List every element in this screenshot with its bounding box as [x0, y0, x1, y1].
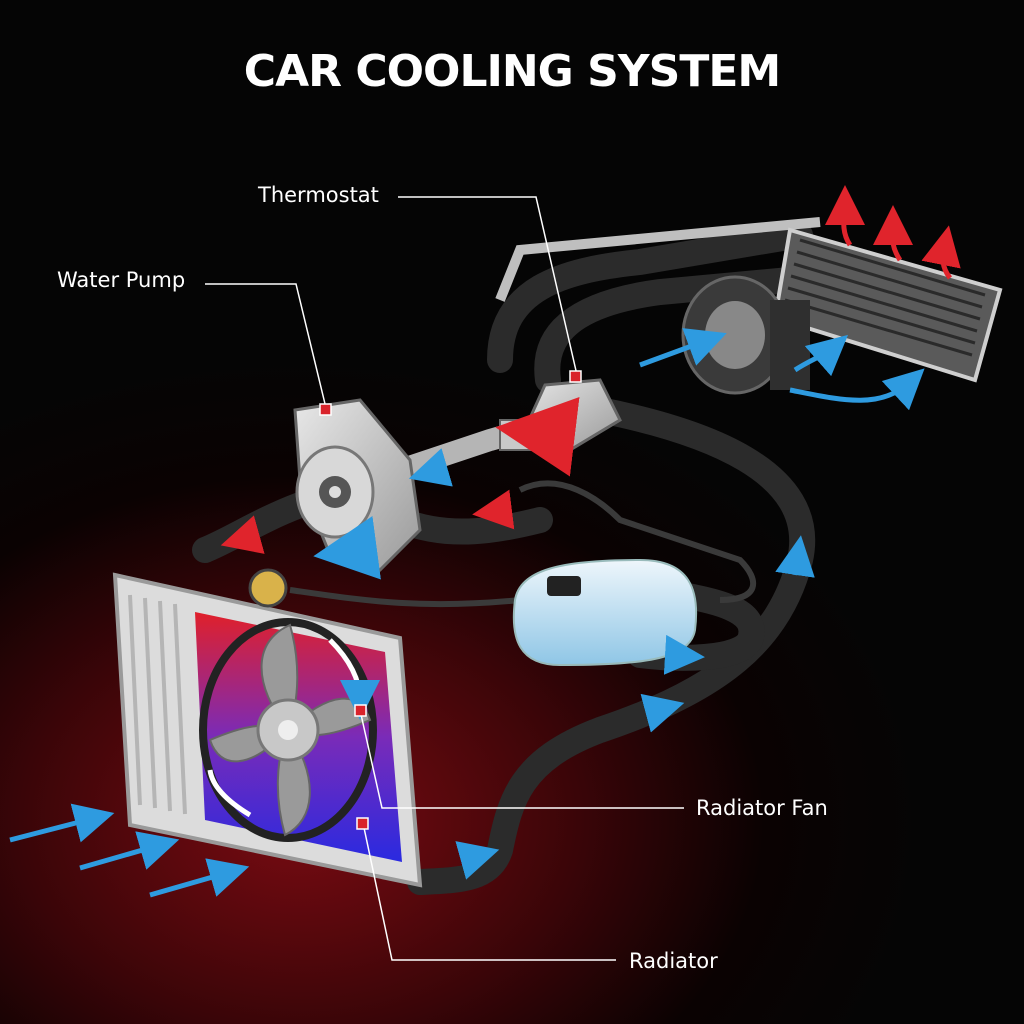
thermostat-housing	[499, 378, 622, 452]
heater-pipe	[495, 217, 821, 302]
component-markers	[319, 370, 582, 830]
marker-radiator	[356, 817, 369, 830]
hose-heater-lower	[534, 267, 803, 393]
diagram-title: CAR COOLING SYSTEM	[243, 46, 781, 97]
marker-thermostat	[569, 370, 582, 383]
leader-radiator	[362, 822, 616, 961]
label-thermostat: Thermostat	[258, 183, 379, 207]
hose-heater-upper	[487, 222, 813, 373]
hose-pump-to-radiator	[192, 492, 313, 563]
radiator-fan	[199, 618, 380, 842]
water-pump	[293, 398, 422, 572]
expansion-tank	[512, 558, 698, 667]
cold-flow-arrows	[9, 328, 925, 898]
thin-hoses	[289, 480, 757, 608]
marker-radiator-fan	[354, 704, 367, 717]
leader-water-pump	[205, 283, 327, 409]
label-water-pump: Water Pump	[57, 268, 186, 292]
leader-radiator-fan	[359, 709, 684, 809]
leader-lines	[205, 196, 684, 961]
heater-core	[772, 227, 1003, 383]
leader-thermostat	[398, 196, 578, 376]
marker-water-pump	[319, 403, 332, 416]
hot-flow-arrows	[220, 185, 961, 554]
label-radiator-fan: Radiator Fan	[696, 796, 828, 820]
label-radiator: Radiator	[629, 949, 718, 973]
